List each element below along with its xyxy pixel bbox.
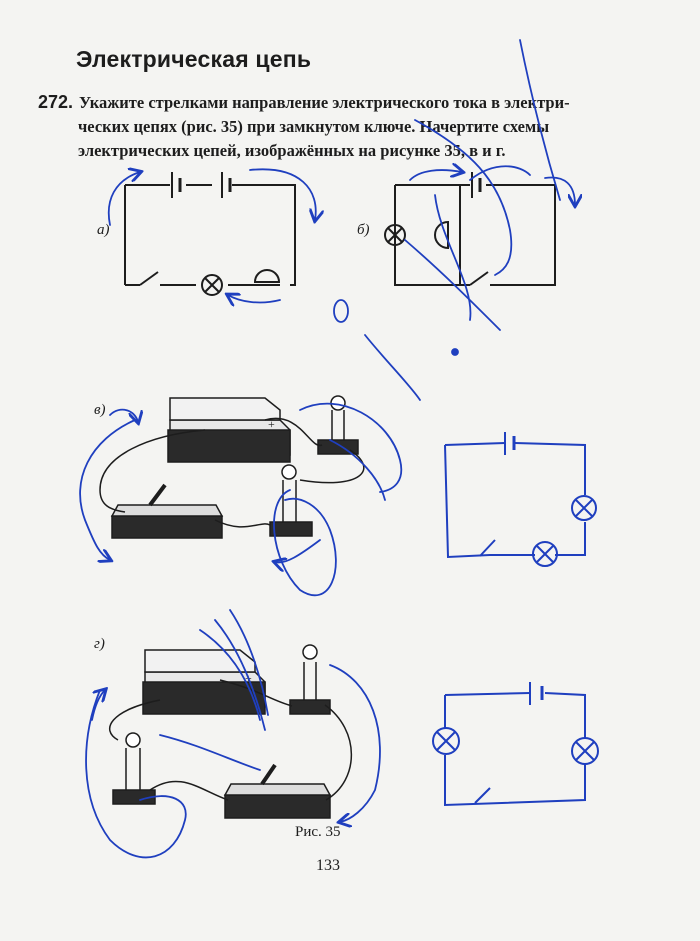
task-line-3: электрических цепей, изображённых на рис… xyxy=(78,141,506,160)
task-text: 272.Укажите стрелками направление электр… xyxy=(38,90,638,163)
figure-caption: Рис. 35 xyxy=(295,824,341,840)
pen-annotations xyxy=(79,39,575,859)
label-a: а) xyxy=(97,222,110,238)
circuit-b xyxy=(384,172,556,286)
task-line-1: 272.Укажите стрелками направление электр… xyxy=(38,92,570,112)
schematic-v xyxy=(444,432,597,567)
page-number: 133 xyxy=(316,857,340,874)
battery-plus-sign: + xyxy=(268,417,275,431)
section-heading: Электрическая цепь xyxy=(76,46,312,72)
label-b: б) xyxy=(357,222,370,238)
label-v: в) xyxy=(94,402,106,418)
task-line-2: ческих цепях (рис. 35) при замкнутом клю… xyxy=(78,117,550,136)
apparatus-g: + xyxy=(108,644,353,819)
label-g: г) xyxy=(94,636,105,652)
circuit-a xyxy=(124,172,296,296)
task-number: 272. xyxy=(38,92,74,112)
apparatus-v: + xyxy=(99,395,365,539)
schematic-g xyxy=(432,682,599,807)
